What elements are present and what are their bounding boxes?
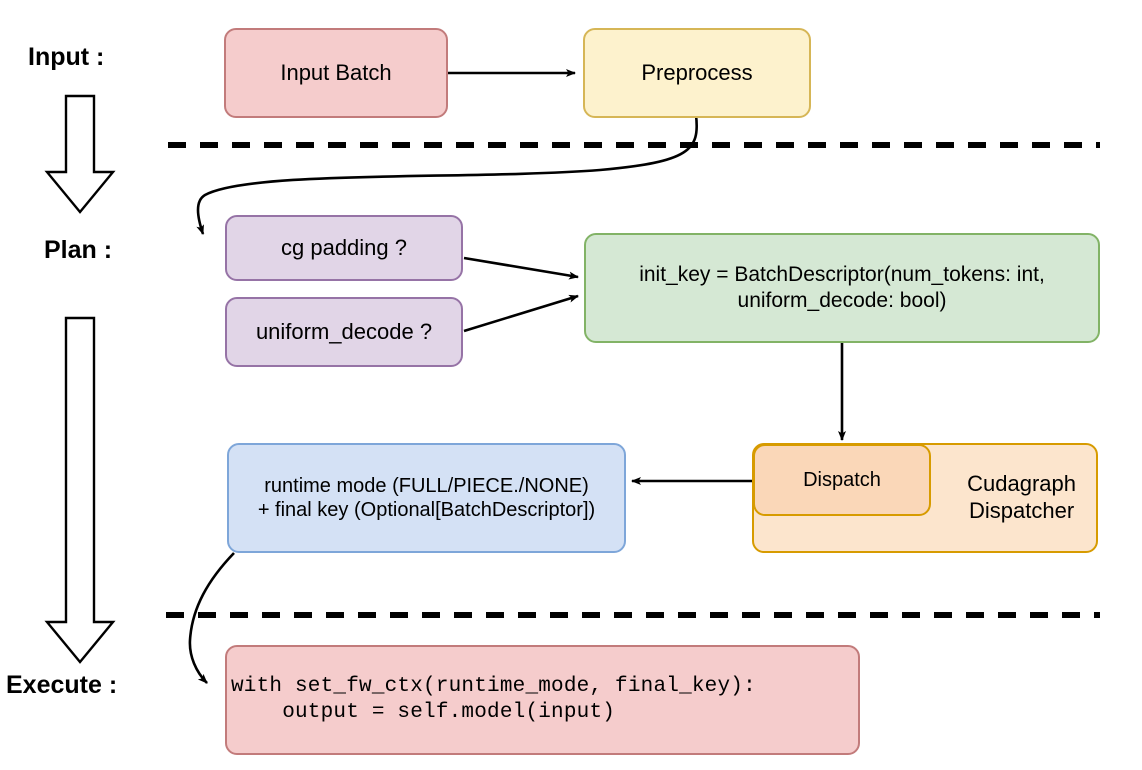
uniform-decode-to-init-key-arrow: [463, 294, 579, 333]
node-cg-padding-label: cg padding ?: [281, 234, 407, 260]
node-init-key-label: init_key = BatchDescriptor(num_tokens: i…: [639, 263, 1045, 312]
node-runtime-mode-label: runtime mode (FULL/PIECE./NONE) + final …: [257, 474, 596, 521]
node-uniform-decode-label: uniform_decode ?: [255, 318, 433, 344]
node-runtime-mode[interactable]: runtime mode (FULL/PIECE./NONE) + final …: [227, 443, 626, 553]
node-init-key[interactable]: init_key = BatchDescriptor(num_tokens: i…: [584, 233, 1100, 343]
node-dispatch-label: Dispatch: [803, 468, 881, 491]
node-preprocess-label: Preprocess: [641, 59, 753, 85]
cg-padding-to-init-key-arrow: [463, 256, 579, 280]
node-uniform-decode[interactable]: uniform_decode ?: [225, 297, 463, 367]
node-input-batch[interactable]: Input Batch: [224, 28, 448, 118]
node-input-batch-label: Input Batch: [280, 59, 392, 85]
lane-label-execute: Execute :: [6, 671, 118, 699]
node-preprocess[interactable]: Preprocess: [583, 28, 811, 118]
plan-to-execute-stage-arrow: [44, 316, 116, 664]
lane-label-input: Input :: [28, 43, 105, 71]
node-dispatch[interactable]: Dispatch: [753, 444, 931, 516]
node-cudagraph-dispatcher-label: Cudagraph Dispatcher: [967, 471, 1076, 523]
node-execute-code[interactable]: with set_fw_ctx(runtime_mode, final_key)…: [225, 645, 860, 755]
lane-label-plan: Plan :: [44, 236, 113, 264]
input-to-plan-stage-arrow: [44, 94, 116, 214]
node-cg-padding[interactable]: cg padding ?: [225, 215, 463, 281]
node-execute-code-label: with set_fw_ctx(runtime_mode, final_key)…: [231, 675, 756, 724]
